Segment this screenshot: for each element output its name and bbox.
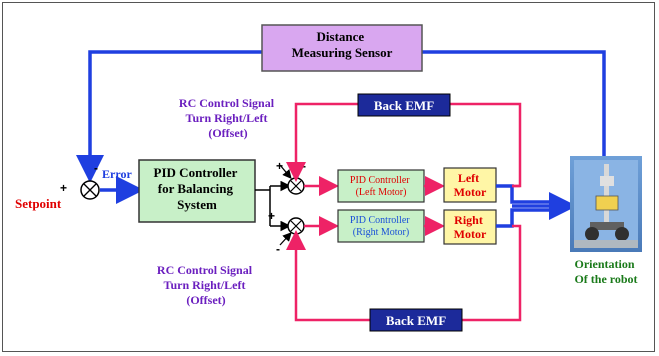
main-summing-junction — [80, 180, 100, 200]
pid-balancing-label: PID Controller for Balancing System — [154, 165, 241, 212]
bottom-summing-junction — [287, 217, 305, 235]
rc-signal-top-label: RC Control Signal Turn Right/Left (Offse… — [179, 96, 277, 140]
top-sum-minus: - — [302, 159, 306, 173]
main-sum-minus: - — [94, 161, 98, 175]
error-label: Error — [102, 167, 132, 181]
pid-left-motor-block: PID Controller (Left Motor) — [337, 169, 425, 203]
bottom-sum-minus: - — [276, 242, 280, 256]
sensor-line1: Distance — [317, 29, 365, 44]
back-emf-top-block: Back EMF — [357, 93, 451, 117]
pid-balancing-block: PID Controller for Balancing System — [138, 159, 256, 223]
left-motor-label: Left Motor — [454, 171, 487, 199]
right-motor-label: Right Motor — [454, 213, 487, 241]
rc-signal-bottom-label: RC Control Signal Turn Right/Left (Offse… — [157, 263, 255, 307]
distance-sensor-label: Distance Measuring Sensor — [292, 29, 393, 60]
back-emf-bottom-block: Back EMF — [369, 308, 463, 332]
sensor-feedback-line — [422, 50, 606, 178]
right-motor-block: Right Motor — [443, 209, 497, 245]
top-sum-plus: + — [276, 159, 283, 173]
top-summing-junction — [287, 177, 305, 195]
robot-image — [570, 156, 642, 252]
back-emf-bottom-label: Back EMF — [386, 313, 446, 328]
pid-left-label: PID Controller (Left Motor) — [350, 175, 412, 198]
pid-right-motor-block: PID Controller (Right Motor) — [337, 209, 425, 243]
pid-right-label: PID Controller (Right Motor) — [350, 215, 412, 238]
back-emf-top-label: Back EMF — [374, 98, 434, 113]
setpoint-label: Setpoint — [15, 196, 62, 211]
distance-sensor-block: Distance Measuring Sensor — [261, 24, 423, 72]
back-emf-bottom-loop — [294, 224, 522, 322]
bottom-sum-plus: + — [268, 209, 275, 223]
sensor-line2: Measuring Sensor — [292, 45, 393, 60]
main-sum-plus: + — [60, 181, 67, 195]
left-motor-block: Left Motor — [443, 167, 497, 203]
orientation-label: Orientation Of the robot — [574, 257, 637, 286]
